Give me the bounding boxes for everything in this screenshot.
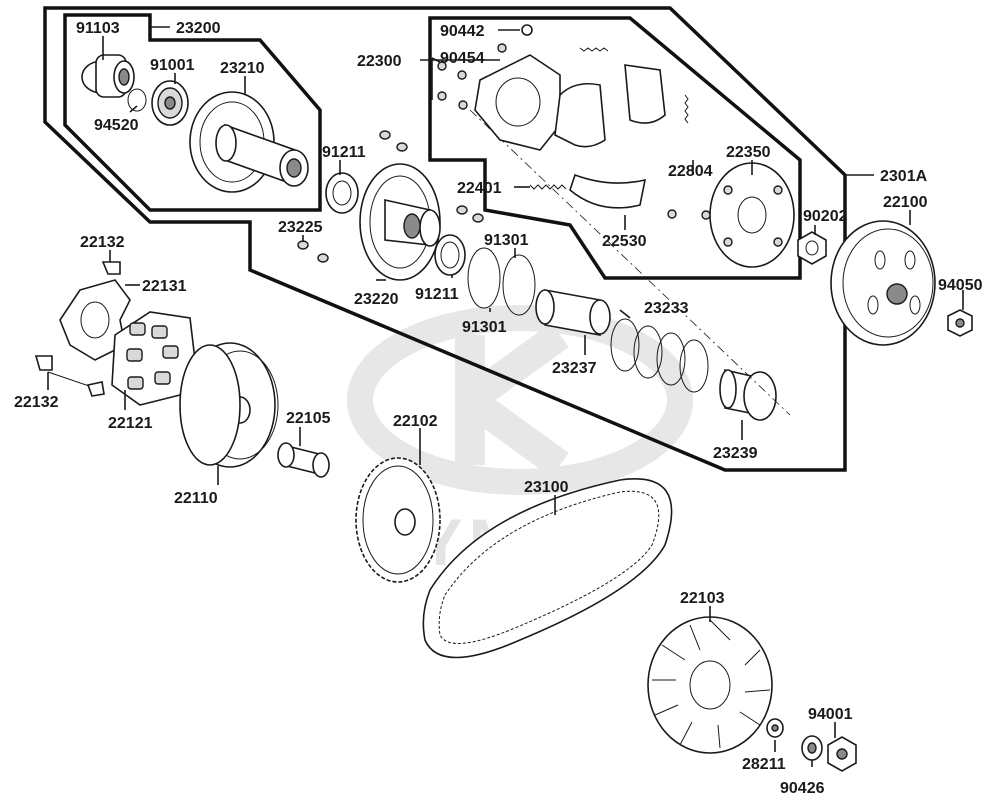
driven-movable-face-23220 [359,163,441,281]
label-91001: 91001 [150,57,195,74]
label-22132-upper: 22132 [80,234,125,251]
label-23100: 23100 [524,479,569,496]
label-28211: 28211 [742,756,786,773]
drive-face-22102 [355,457,441,583]
spring-22401-and-springs [529,47,689,190]
label-22103: 22103 [680,590,725,607]
fan-22103 [647,616,773,754]
label-23220: 23220 [354,291,399,308]
label-22804: 22804 [668,163,713,180]
sub-boundary-22300 [428,16,802,280]
bearing-91001 [151,80,189,126]
oil-seal-91211-lower [434,234,466,276]
weight-rollers-22121 [111,311,196,406]
label-90442: 90442 [440,23,485,40]
collar-23237 [535,289,611,336]
label-91301-lower: 91301 [462,319,507,336]
label-91301-upper: 91301 [484,232,529,249]
label-22131: 22131 [142,278,187,295]
washer-28211 [766,718,784,738]
oil-seal-91211-upper [325,172,359,214]
label-22530: 22530 [602,233,647,250]
label-94001: 94001 [808,706,853,723]
nut-94050 [947,309,973,337]
nut-94001 [827,736,857,772]
label-90202: 90202 [803,208,848,225]
label-22110: 22110 [174,490,218,507]
label-22401: 22401 [457,180,502,197]
clutch-shoes-22530 [554,64,666,209]
driven-fixed-face-23210 [189,91,309,193]
label-22105: 22105 [286,410,331,427]
label-22102: 22102 [393,413,438,430]
nut-90202 [797,231,827,265]
needle-bearing-91103 [81,54,135,98]
spring-seat-23239 [719,368,777,421]
label-23225: 23225 [278,219,323,236]
label-90426: 90426 [780,780,825,797]
axis-line [469,109,791,416]
slider-22132-lower [34,355,105,397]
label-22100: 22100 [883,194,928,211]
leader-lines [47,26,964,767]
clutch-plate-22300 [474,54,561,151]
drive-belt-23100 [422,478,673,659]
pins-23225 [297,130,484,263]
label-23200: 23200 [176,20,221,37]
label-23239: 23239 [713,445,758,462]
circlip-94520 [127,88,147,112]
label-90454: 90454 [440,50,485,67]
label-94520: 94520 [94,117,139,134]
slider-22132-upper [101,261,121,275]
bushing-22105 [277,442,330,478]
sub-boundary-23200 [63,13,322,212]
assembly-boundary-2301A [43,6,847,472]
washer-90426 [801,735,823,761]
label-23237: 23237 [552,360,597,377]
label-23233: 23233 [644,300,689,317]
spring-23233 [610,318,709,393]
label-91103: 91103 [76,20,120,37]
label-22121: 22121 [108,415,153,432]
washers-90442-90454 [437,24,533,110]
part-labels: 91103 23200 91001 23210 94520 90442 9045… [14,20,983,797]
label-94050: 94050 [938,277,983,294]
label-91211-upper: 91211 [322,144,366,161]
clutch-outer-22100 [830,220,936,346]
label-91211-lower: 91211 [415,286,459,303]
label-22300: 22300 [357,53,402,70]
label-23210: 23210 [220,60,265,77]
label-2301A: 2301A [880,168,928,185]
o-rings-91301 [467,247,536,316]
movable-drive-face-22110 [179,342,279,468]
label-22350: 22350 [726,144,771,161]
label-22132-lower: 22132 [14,394,59,411]
